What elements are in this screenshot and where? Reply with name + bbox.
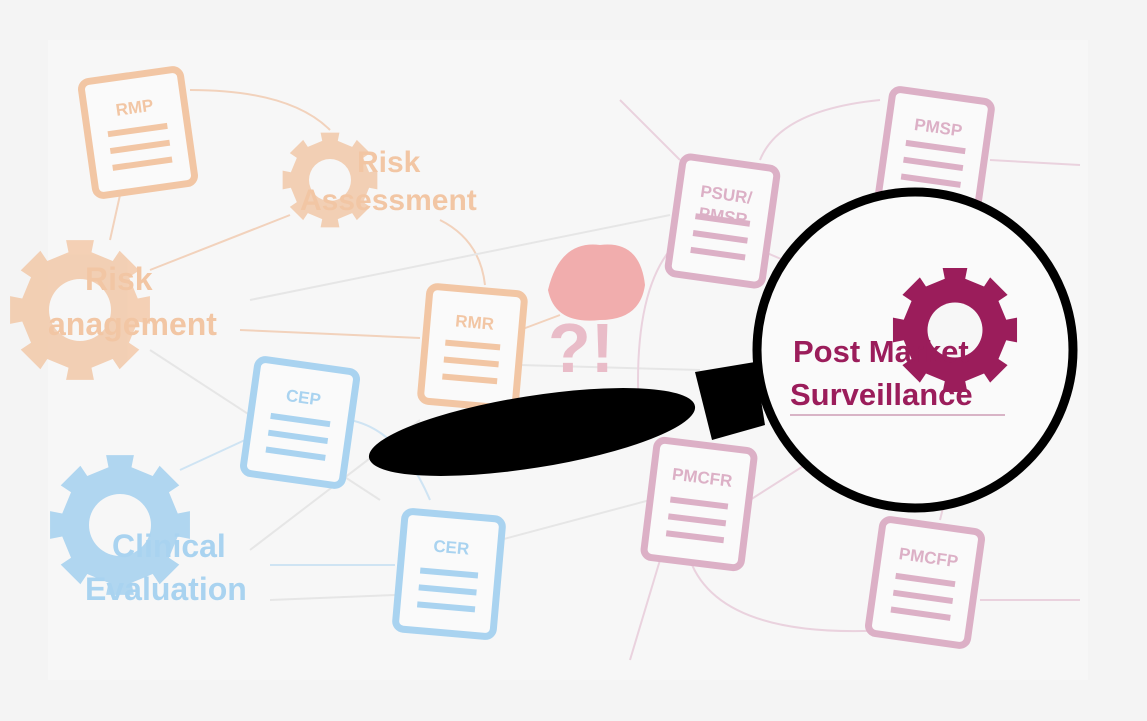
text-line xyxy=(890,606,951,621)
rmr-document: RMR xyxy=(417,283,528,412)
text-line xyxy=(667,513,727,527)
clinical-label-1: Clinical xyxy=(112,528,226,564)
text-line xyxy=(694,213,751,227)
text-line xyxy=(665,530,725,544)
text-line xyxy=(443,356,499,368)
text-line xyxy=(418,584,477,596)
text-line xyxy=(905,139,966,155)
risk-management-label-2: anagement xyxy=(48,306,217,342)
risk-assessment-label-2: Assessment xyxy=(300,184,477,217)
pms-gear-icon xyxy=(892,267,1018,393)
text-line xyxy=(692,230,748,244)
cep-document: CEP xyxy=(240,356,360,489)
rmp-document: RMP xyxy=(78,66,198,199)
text-line xyxy=(112,156,173,171)
tangle-icon xyxy=(548,244,645,321)
magnifier-collar xyxy=(695,362,765,440)
document-label: RMR xyxy=(455,311,495,333)
risk-management-label-1: Risk xyxy=(85,261,153,297)
risk-assessment-label-1: Risk xyxy=(357,146,421,179)
text-line xyxy=(419,567,479,579)
text-line xyxy=(445,339,501,351)
pmcfp-document: PMCFP xyxy=(865,516,985,649)
text-line xyxy=(107,122,168,138)
pmsp-document: PMSP xyxy=(875,86,995,216)
pms-label-line1: Post Market xyxy=(793,334,969,369)
text-line xyxy=(892,589,954,605)
pmcfr-document: PMCFR xyxy=(640,436,758,572)
text-line xyxy=(265,446,326,461)
pms-label-line2: Surveillance xyxy=(790,377,973,412)
text-line xyxy=(903,156,964,172)
question-exclaim-mark: ?! xyxy=(548,309,614,387)
document-label: CER xyxy=(433,537,470,559)
text-line xyxy=(267,429,329,445)
risk-management-gear-icon xyxy=(10,240,150,380)
clinical-gear-icon xyxy=(50,455,190,595)
text-line xyxy=(109,139,171,155)
clinical-label-2: Evaluation xyxy=(85,571,247,607)
magnifier-handle xyxy=(368,388,696,476)
cer-document: CER xyxy=(392,508,506,640)
text-line xyxy=(669,496,729,510)
document-label: CEP xyxy=(285,386,322,410)
psur-pmsr-document: PSUR/PMSR xyxy=(664,153,781,289)
text-line xyxy=(900,173,961,188)
text-line xyxy=(690,246,746,261)
risk-assessment-gear-icon xyxy=(282,132,378,228)
text-line xyxy=(895,572,956,588)
text-line xyxy=(416,601,476,613)
text-line xyxy=(442,373,498,385)
text-line xyxy=(270,412,331,428)
